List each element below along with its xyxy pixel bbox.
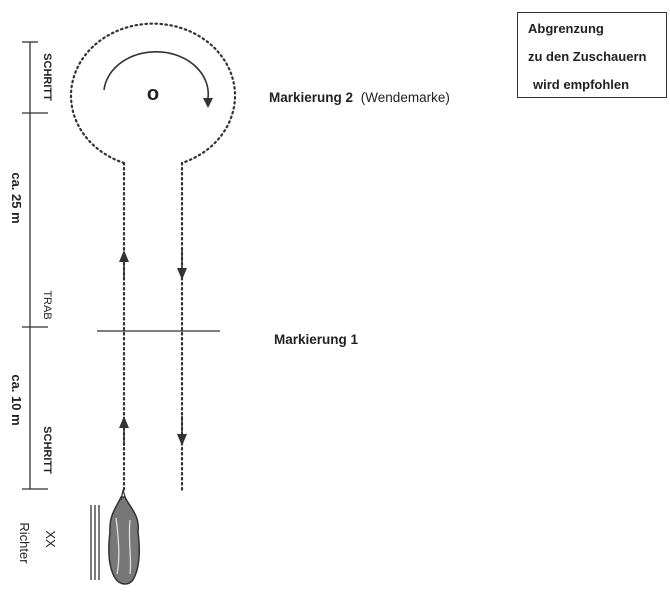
legend-line-3: wird empfohlen — [533, 77, 630, 92]
legend-line-1: Abgrenzung — [528, 21, 604, 36]
scale-distance-10m: ca. 10 m — [9, 374, 24, 425]
down-arrow-icon — [177, 250, 187, 280]
scale-trab: TRAB — [41, 290, 53, 319]
legend-line-2: zu den Zuschauern — [528, 49, 647, 64]
marker2-label: Markierung 2 — [269, 90, 353, 105]
svg-text:Markierung 2 (Wendemarke): Markierung 2 (Wendemarke) — [269, 90, 450, 105]
marker1-label: Markierung 1 — [274, 332, 359, 347]
scale-schritt-top: SCHRITT — [41, 53, 53, 101]
up-arrow-icon — [119, 416, 129, 446]
scale-schritt-bottom: SCHRITT — [41, 426, 53, 474]
down-arrow-icon — [177, 416, 187, 446]
up-arrow-icon — [119, 250, 129, 280]
rotation-arrow — [103, 51, 210, 99]
judge-label: Richter — [17, 522, 32, 564]
center-marker: o — [147, 83, 159, 105]
rotation-arrowhead-icon — [203, 98, 213, 108]
horse-icon — [108, 489, 140, 585]
legend-box: Abgrenzung zu den Zuschauern wird empfoh… — [517, 12, 667, 98]
judge-stand-icon — [90, 505, 100, 580]
judge-mark: XX — [43, 530, 58, 548]
turning-loop — [69, 22, 237, 165]
scale-distance-25m: ca. 25 m — [9, 172, 24, 223]
marker2-note: (Wendemarke) — [361, 90, 450, 105]
